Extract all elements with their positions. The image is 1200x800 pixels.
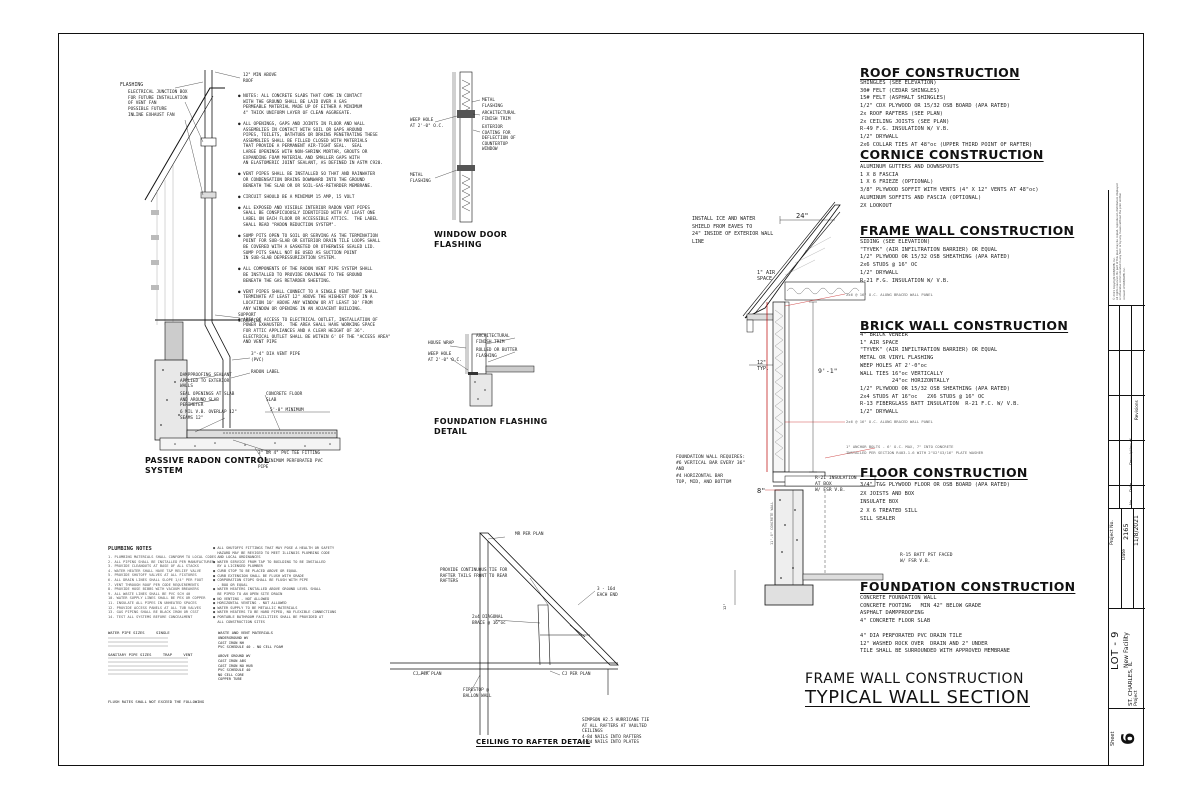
plumbing-waste-list: UNDERGROUND WV CAST IRON NH PVC SCHEDULE…	[218, 636, 283, 682]
radon-label-label: RADON LABEL	[251, 370, 280, 375]
wd-trim-label: ARCHITECTURAL FINISH TRIM	[482, 111, 516, 122]
plumbing-waste-head: WASTE AND VENT MATERIALS	[218, 630, 273, 635]
ceiling-cj-right: CJ PER PLAN	[562, 672, 591, 677]
window-door-title: WINDOW DOOR FLASHING	[434, 230, 508, 249]
ws-vert-dim: 11'-0" CONCRETE WALL	[770, 501, 774, 545]
radon-flashing-label: FLASHING	[120, 83, 144, 88]
tb-date: 11/8/2021	[1133, 515, 1140, 546]
plumbing-tables	[108, 637, 188, 675]
tb-rev-col-date: Date	[1128, 482, 1133, 492]
tb-copyright: © 2021 Copyright KRB/GMB, Inc. All right…	[1113, 183, 1126, 300]
tb-project-no: 2165	[1122, 523, 1130, 540]
ceiling-mr-label: MR PER PLAN	[515, 532, 544, 537]
tb-lot: LOT - 9	[1110, 630, 1121, 670]
ceiling-firestop-label: FIRESTOP @ BALLON WALL	[463, 688, 492, 699]
wd-lintel-label: METAL FLASHING	[410, 173, 431, 184]
radon-perf-label: 3" MINIMUM PERFORATED PVC PIPE	[258, 459, 323, 470]
ff-house-wrap-label: HOUSE WRAP	[428, 341, 454, 346]
radon-junction-label: ELECTRICAL JUNCTION BOX FOR FUTURE INSTA…	[128, 90, 188, 107]
ws-dim-24: 24"	[796, 212, 809, 220]
tb-project-label: Project	[1134, 690, 1139, 706]
ws-anchor: 1" ANCHOR BOLTS - 6' O.C. MAX, 7" INTO C…	[846, 444, 984, 455]
radon-slab-label: CONCRETE FLOOR SLAB	[266, 392, 303, 403]
floor-construction-list: 3/4" T&G PLYWOOD FLOOR OR OSB BOARD (APA…	[860, 482, 1010, 523]
ws-studs-bot: 2x6 @ 16" O.C. ALONG BRACED WALL PANEL	[846, 419, 933, 424]
ws-ht-dim: 12"	[723, 603, 727, 611]
plumbing-table2-head: SANITARY PIPE SIZES TRAP VENT	[108, 652, 193, 657]
ws-dim-9: 9'-1"	[818, 367, 838, 375]
ceiling-simpson-label: SIMPSON H2.5 HURRICANE TIE AT ALL RAFTER…	[582, 718, 650, 746]
tb-sheet-no: 6	[1118, 732, 1139, 745]
radon-detail-drawing	[144, 70, 341, 464]
drawing-sheet-border	[58, 33, 1144, 766]
frame-wall-list: SIDING (SEE ELEVATION) "TYVEK" (AIR INFI…	[860, 239, 1010, 284]
cornice-construction-list: ALUMINUM GUTTERS AND DOWNSPOUTS 1 X 8 FA…	[860, 164, 1039, 209]
title-block	[1108, 190, 1145, 766]
plumbing-title: PLUMBING NOTES	[108, 546, 152, 552]
plumbing-footer: FLUSH RATES SHALL NOT EXCEED THE FOLLOWI…	[108, 699, 205, 704]
wd-sill-label: EXTERIOR COATING FOR DEFLECTION OF COUNT…	[482, 125, 516, 153]
sheet-title-line1: FRAME WALL CONSTRUCTION	[805, 671, 1024, 687]
foundation-construction-title: FOUNDATION CONSTRUCTION	[860, 579, 1076, 594]
brick-wall-list: 4" BRICK VENEER 1" AIR SPACE "TYVEK" (AI…	[860, 332, 1020, 416]
ceiling-brace-label: 2x4 DIAGONAL BRACE @ 16"oc	[472, 615, 506, 626]
radon-seal-label: SEAL OPENINGS AT SLAB AND AROUND SLAB PE…	[180, 392, 235, 409]
ws-dim-12: 12" TYP.	[757, 360, 770, 373]
ceiling-cj-left: CJ PER PLAN	[413, 672, 442, 677]
plumbing-notes: 1. PLUMBING MATERIALS SHALL CONFORM TO L…	[108, 555, 217, 619]
radon-damp-label: DAMPPROOFING SEALANT APPLIED TO EXTERIOR…	[180, 373, 232, 390]
plumbing-mid-notes: ● ALL SHUTOFFS FITTINGS THAT MAY POSE A …	[213, 546, 337, 624]
wd-weep-label: WEEP HOLE AT 2'-0" O.C.	[410, 118, 444, 129]
foundation-flashing-drawing	[449, 333, 535, 407]
floor-construction-title: FLOOR CONSTRUCTION	[860, 465, 1028, 480]
radon-tee-label: 3" OR 4" PVC TEE FITTING	[258, 451, 321, 456]
ff-weep-label: WEEP HOLE AT 2'-0" O.C.	[428, 352, 462, 363]
tb-rev-col-no: No.	[1128, 498, 1133, 505]
radon-support-label: SUPPORT STRAPPING	[238, 313, 262, 324]
brick-wall-title: BRICK WALL CONSTRUCTION	[860, 318, 1069, 333]
tb-date-label: Date	[1122, 549, 1127, 560]
radon-vent-pipe-label: 3"-4" DIA VENT PIPE (PVC)	[251, 352, 301, 363]
cornice-construction-title: CORNICE CONSTRUCTION	[860, 147, 1044, 162]
window-door-flashing-drawing	[434, 71, 481, 223]
tb-project-no-label: Project No.	[1110, 520, 1115, 545]
sheet-title-line2: TYPICAL WALL SECTION	[805, 687, 1030, 708]
ws-studs-top: 2x6 @ 16" O.C. ALONG BRACED WALL PANEL	[846, 292, 933, 297]
radon-notes: ● NOTES: ALL CONCRETE SLABS THAT COME IN…	[238, 94, 391, 346]
radon-poly-label: 6 MIL V.B. OVERLAP 12" SEAMS 12"	[180, 410, 237, 421]
tb-revisions-header: Revisions	[1134, 400, 1139, 420]
ceiling-title: CEILING TO RAFTER DETAIL	[476, 738, 591, 746]
ceiling-each-label: 3 - 16d EACH END	[597, 587, 618, 598]
frame-wall-title: FRAME WALL CONSTRUCTION	[860, 223, 1075, 238]
ff-flash-label: ROLLED OR BUTTER FLASHING	[476, 348, 518, 359]
ws-install-ice: INSTALL ICE AND WATER SHIELD FROM EAVES …	[692, 216, 774, 245]
tb-rev-col-desc: Description of	[1128, 438, 1133, 466]
ff-trim-label: ARCHITECTURAL FINISH TRIM	[476, 334, 510, 345]
roof-construction-list: SHINGLES (SEE ELEVATION) 30# FELT (CEDAR…	[860, 80, 1033, 148]
plumbing-table1-head: WATER PIPE SIZES SINGLE	[108, 630, 170, 635]
radon-fan-label: POSSIBLE FUTURE INLINE EXHAUST FAN	[128, 107, 175, 118]
ws-air-space: 1" AIR SPACE	[757, 270, 776, 283]
wall-section-drawing	[734, 201, 884, 606]
ceiling-rafter-drawing	[390, 532, 619, 735]
wd-metal-label: METAL FLASHING	[482, 98, 503, 109]
radon-min-above-label: 12" MIN ABOVE ROOF	[243, 73, 277, 84]
ceiling-provide-label: PROVIDE CONTINUOUS TIE FOR RAFTER TAILS …	[440, 568, 508, 585]
radon-title: PASSIVE RADON CONTROL SYSTEM	[145, 456, 270, 475]
tb-sheet-label: Sheet	[1110, 731, 1116, 746]
radon-min5-label: 5'-0" MINIMUM	[270, 408, 304, 413]
roof-construction-title: ROOF CONSTRUCTION	[860, 65, 1020, 80]
foundation-construction-list: CONCRETE FOUNDATION WALL CONCRETE FOOTIN…	[860, 595, 1010, 655]
ws-dim-8: 8"	[757, 487, 766, 495]
ws-r21-label: R-21 INSULATION AT BOX W/ FSR V.B.	[815, 476, 857, 493]
foundation-flashing-title: FOUNDATION FLASHING DETAIL	[434, 417, 548, 436]
ws-foundation-wall: FOUNDATION WALL REQUIRES: #6 VERTICAL BA…	[676, 455, 746, 485]
ws-r15-label: R-15 BATT PST FACED W/ FSR V.B.	[900, 553, 953, 564]
